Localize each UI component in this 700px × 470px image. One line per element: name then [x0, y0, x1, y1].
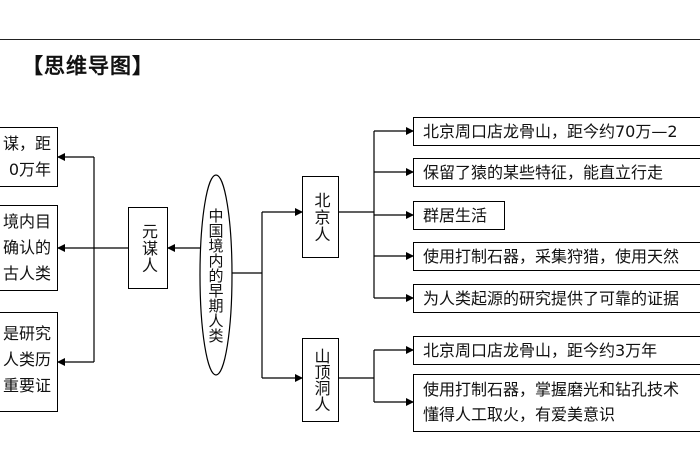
beijing-fact-4: 使用打制石器，采集狩猎，使用天然	[413, 242, 700, 271]
shanding-fact-2-line-1: 使用打制石器，掌握磨光和钻孔技术	[423, 380, 680, 399]
yuanmou-fact-3-line-2: 人类历	[2, 350, 51, 369]
page-title: 【思维导图】	[22, 54, 154, 78]
beijing-fact-5: 为人类起源的研究提供了可靠的证据	[413, 284, 700, 313]
beijing-fact-5-text: 为人类起源的研究提供了可靠的证据	[423, 288, 680, 308]
yuanmou-fact-2-line-3: 古人类	[2, 264, 51, 283]
beijing-fact-2-text: 保留了猿的某些特征，能直立行走	[423, 162, 664, 182]
yuanmou-fact-2-line-2: 确认的	[2, 238, 51, 257]
yuanmou-node: 元谋人	[128, 207, 168, 289]
yuanmou-fact-3-line-3: 重要证	[2, 376, 51, 395]
beijing-fact-3-text: 群居生活	[423, 205, 488, 225]
shanding-fact-2: 使用打制石器，掌握磨光和钻孔技术 懂得人工取火，有爱美意识	[413, 374, 700, 432]
beijing-fact-4-text: 使用打制石器，采集狩猎，使用天然	[423, 246, 680, 266]
beijing-fact-2: 保留了猿的某些特征，能直立行走	[413, 158, 700, 187]
yuanmou-fact-2: 境内目 确认的 古人类	[0, 205, 58, 291]
beijing-label: 北京人	[311, 191, 331, 243]
beijing-fact-1-text: 北京周口店龙骨山，距今约70万—2	[423, 121, 678, 141]
beijing-fact-1: 北京周口店龙骨山，距今约70万—2	[413, 117, 700, 146]
yuanmou-fact-2-line-1: 境内目	[2, 212, 51, 231]
shanding-node: 山顶洞人	[302, 338, 339, 422]
shanding-label: 山顶洞人	[311, 348, 331, 412]
yuanmou-fact-1-line-2: 0万年	[8, 160, 51, 179]
beijing-node: 北京人	[302, 176, 339, 258]
center-ellipse	[199, 174, 233, 376]
center-node: 中国境内的早期人类	[200, 180, 232, 370]
yuanmou-fact-1-line-1: 谋，距	[2, 134, 51, 153]
yuanmou-label: 元谋人	[139, 222, 158, 274]
shanding-fact-2-line-2: 懂得人工取火，有爱美意识	[423, 405, 616, 424]
shanding-fact-1: 北京周口店龙骨山，距今约3万年	[413, 336, 700, 365]
yuanmou-fact-3: 是研究 人类历 重要证	[0, 312, 58, 412]
top-rule	[0, 39, 700, 40]
yuanmou-fact-1: 谋，距 0万年	[0, 127, 58, 187]
center-node-label: 中国境内的早期人类	[206, 207, 225, 343]
yuanmou-fact-3-line-1: 是研究	[2, 324, 51, 343]
beijing-fact-3: 群居生活	[413, 201, 505, 230]
shanding-fact-1-text: 北京周口店龙骨山，距今约3万年	[423, 340, 658, 360]
